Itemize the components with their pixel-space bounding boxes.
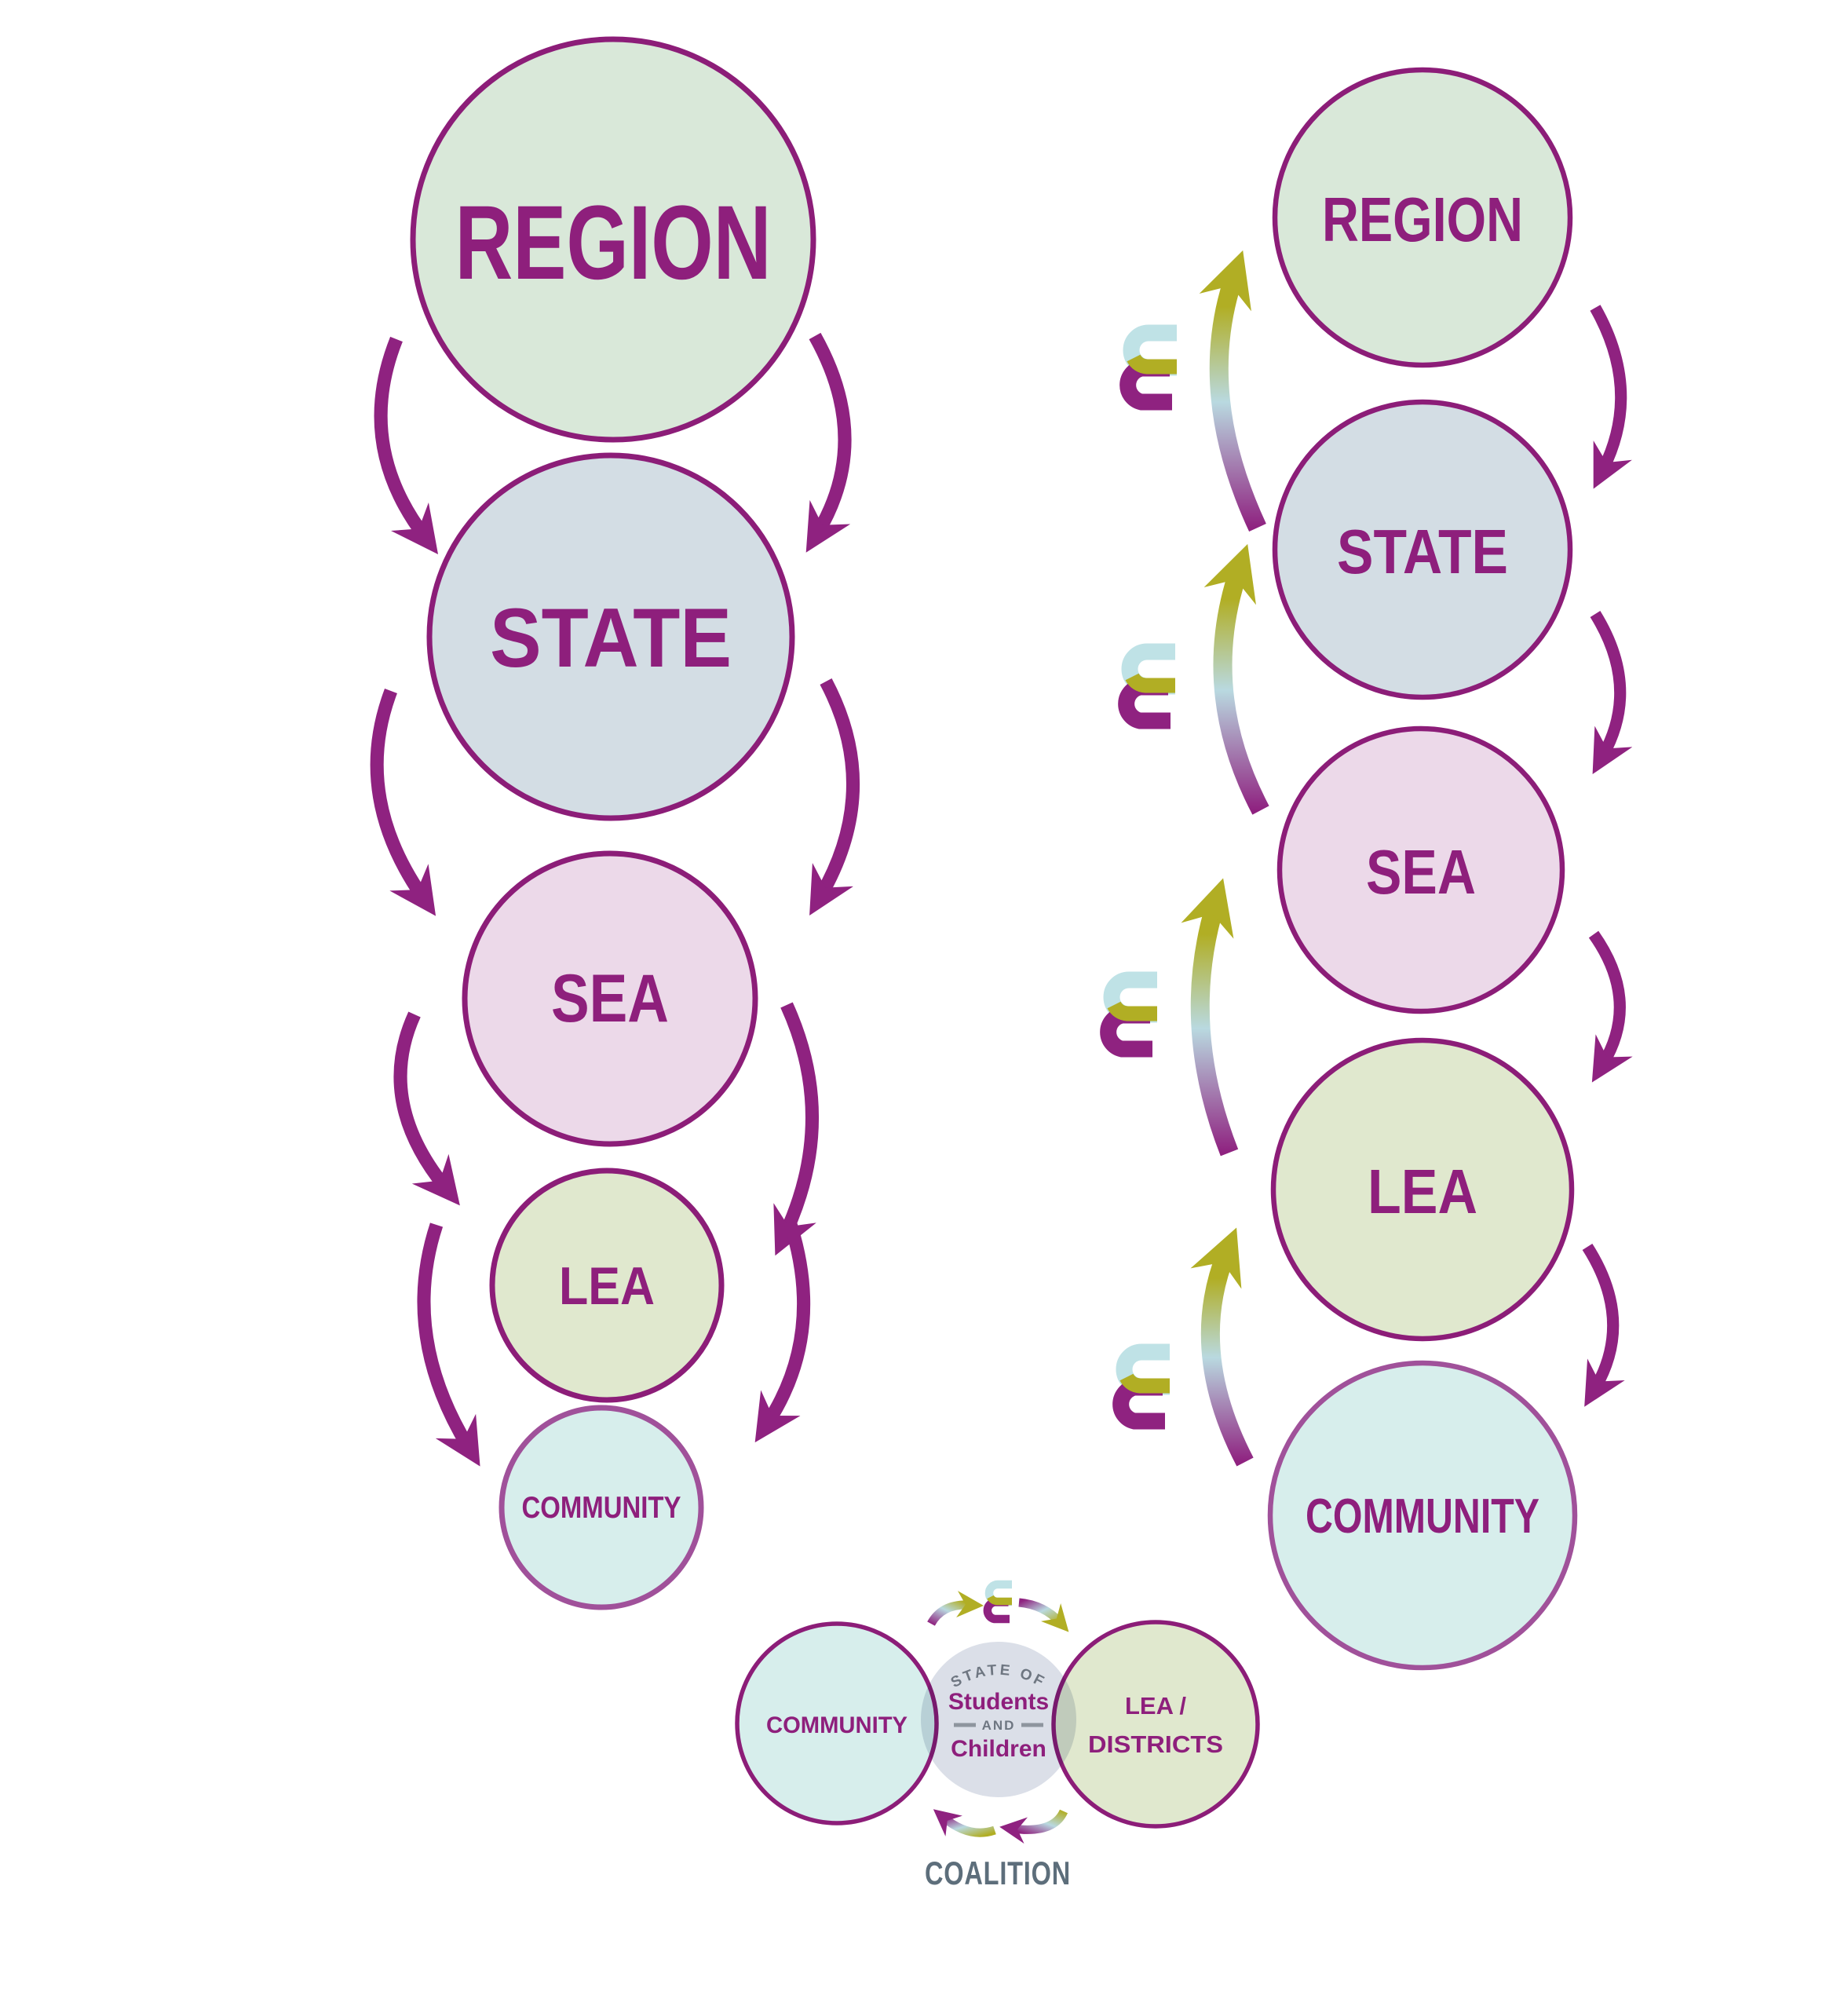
down-arrow-right-4 [754,1219,811,1443]
left-lea-circle: LEA [489,1168,725,1403]
right-state-circle: STATE [1272,399,1573,700]
coalition-center-line2: Children [951,1736,1046,1762]
cycle-arrow-bottom-right [999,1809,1068,1844]
down-arrow-4 [1582,1243,1625,1407]
up-arrow-2 [1203,543,1269,815]
e-mark-icon [1127,652,1175,721]
up-arrow-1 [1199,250,1266,532]
left-flow-column: REGION STATE SEA LEA COMMUNITY [370,36,860,1610]
cycle-arrow-top-right [1018,1598,1069,1632]
down-arrow-2 [1590,611,1633,775]
coalition-center-circle [921,1642,1076,1797]
left-community-circle: COMMUNITY [499,1405,704,1610]
left-lea-label: LEA [559,1256,655,1316]
right-lea-circle: LEA [1270,1037,1575,1342]
coalition-caption: COALITION [925,1855,1071,1891]
down-arrow-1 [1590,305,1632,489]
coalition-lea-districts-circle [1051,1620,1260,1829]
left-community-label: COMMUNITY [522,1491,681,1525]
down-arrow-right-3 [773,1002,819,1256]
left-region-label: REGION [455,185,772,302]
down-arrow-left-4 [417,1222,480,1467]
down-arrow-3 [1588,930,1633,1083]
right-state-label: STATE [1337,517,1508,587]
e-mark-icon [1121,1352,1170,1421]
up-arrow-4 [1190,1227,1254,1467]
coalition-center-conjunction: AND [982,1718,1016,1733]
down-arrow-right-2 [809,678,860,916]
e-mark-icon [988,1584,1012,1619]
right-community-circle: COMMUNITY [1267,1360,1578,1671]
coalition-lea-label-line1: LEA / [1125,1692,1186,1719]
left-state-circle: STATE [426,452,795,821]
down-arrow-left-2 [370,688,436,916]
left-region-circle: REGION [410,36,816,443]
right-community-label: COMMUNITY [1306,1489,1539,1544]
left-state-label: STATE [490,590,732,685]
coalition-diagram: COMMUNITY LEA / DISTRICTS STATE OF Stude… [735,1584,1260,1891]
coalition-lea-label-line2: DISTRICTS [1088,1730,1223,1758]
down-arrow-left-3 [393,1011,460,1206]
right-region-circle: REGION [1272,67,1573,368]
coalition-community-circle [735,1621,939,1825]
coalition-community-label: COMMUNITY [766,1712,908,1738]
right-flow-column: REGION STATE SEA LEA COMMUNITY [1108,67,1633,1671]
e-mark-icon [1108,980,1157,1049]
e-mark-icon [1128,333,1177,402]
right-region-label: REGION [1322,185,1523,254]
cycle-arrow-bottom-left [933,1809,996,1837]
coalition-center-line1: Students [948,1689,1049,1715]
left-sea-circle: SEA [462,850,758,1147]
right-lea-label: LEA [1368,1157,1477,1226]
left-sea-label: SEA [551,961,669,1036]
down-arrow-left-1 [374,336,439,554]
down-arrow-right-1 [805,332,852,553]
cycle-arrow-top-left [927,1591,984,1626]
right-sea-label: SEA [1366,837,1476,907]
right-sea-circle: SEA [1276,725,1565,1014]
up-arrow-3 [1181,878,1239,1157]
